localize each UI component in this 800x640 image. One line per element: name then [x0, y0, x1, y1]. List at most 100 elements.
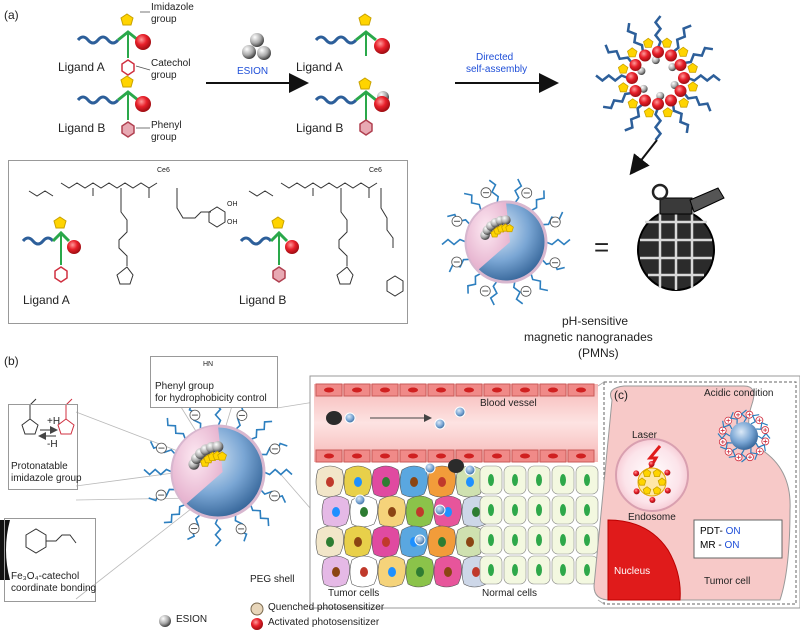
acid-peg-chain: [719, 442, 732, 451]
micelle-photosensitizer: [665, 49, 677, 62]
ligand-a-bound-label: Ligand A: [296, 60, 343, 74]
acid-charge-sign: [757, 449, 762, 454]
ligand-a-label: Ligand A: [58, 60, 105, 74]
oh-label-1: OH: [227, 201, 238, 208]
laser-label: Laser: [632, 430, 658, 441]
acid-charge-sign: [763, 439, 768, 444]
micelle-photosensitizer: [626, 72, 638, 84]
minus-h-label: -H: [47, 439, 58, 450]
acid-core: [730, 422, 758, 450]
micelle-peg-chain: [624, 103, 644, 132]
legend-esion-label: ESION: [176, 614, 208, 625]
normal-cells-label: Normal cells: [482, 588, 538, 599]
micelle-imidazole: [678, 97, 689, 108]
endothelial-nucleus-bottom: [352, 453, 362, 459]
endothelial-nucleus-top: [352, 387, 362, 393]
legend-activated-icon: [251, 618, 263, 630]
micelle-imidazole: [627, 47, 638, 58]
tumor-cell-nucleus: [444, 507, 452, 517]
ligand-b-bound-drawing: [314, 77, 390, 136]
micelle-photosensitizer: [652, 46, 664, 58]
micelle-peg-chain: [604, 44, 633, 64]
pdt-label: PDT-: [700, 526, 723, 537]
nucleus-shape: [607, 519, 681, 601]
normal-cell-nucleus: [560, 534, 566, 546]
tumor-cell-nucleus: [354, 537, 362, 547]
circulating-pmn: [434, 504, 446, 516]
ligand-a-bound-drawing: [314, 13, 390, 103]
micelle-photosensitizer: [629, 59, 642, 71]
acid-charge-sign: [747, 455, 752, 460]
micelle-peg-chain: [602, 91, 633, 110]
normal-cell-nucleus: [512, 474, 518, 486]
phenyl-label-2: group: [151, 132, 177, 143]
fe-catechol-line-1: Fe₃O₄-catechol: [11, 571, 80, 582]
released-imidazole: [637, 477, 647, 486]
micelle-imidazole: [643, 107, 655, 118]
chemical-structures: [21, 182, 404, 297]
acid-peg-chain: [740, 409, 748, 423]
grenade-icon: [637, 183, 725, 291]
tumor-cell-nucleus: [472, 507, 480, 517]
phenyl-label-1: Phenyl: [151, 120, 182, 131]
oh-label-2: OH: [227, 219, 238, 226]
normal-cell-nucleus: [536, 474, 542, 486]
ligand-b-label: Ligand B: [58, 121, 106, 135]
endothelial-nucleus-bottom: [324, 453, 334, 459]
pmn-peg-chain: [143, 468, 173, 476]
pmn-peg-chain: [512, 280, 524, 305]
micelle-imidazole: [661, 37, 673, 48]
arrow-to-pmn: [629, 139, 658, 176]
normal-cell-nucleus: [560, 504, 566, 516]
released-photosensitizer: [649, 496, 656, 503]
micelle-imidazole: [677, 46, 689, 57]
pmn-peg-chain: [467, 272, 482, 294]
pmn-peg-chain: [489, 280, 498, 306]
pdt-on: ON: [725, 526, 741, 537]
tumor-cell-nucleus: [416, 567, 424, 577]
micelle-imidazole: [662, 107, 673, 118]
endothelial-nucleus-top: [436, 387, 446, 393]
tumor-cell-nucleus: [332, 567, 340, 577]
imidazole-label-1: Imidazole: [151, 2, 194, 13]
micelle-photosensitizer: [674, 85, 687, 97]
micelle-photosensitizer: [639, 49, 651, 62]
circulating-pmn: [464, 464, 476, 476]
tumor-cell-nucleus: [388, 507, 396, 517]
micelle-peg-chain: [672, 24, 692, 53]
released-photosensitizer: [664, 469, 671, 476]
normal-cell-nucleus: [488, 534, 494, 546]
normal-cell-nucleus: [488, 504, 494, 516]
acid-charge-sign: [736, 455, 741, 460]
acidic-particle: [717, 409, 771, 463]
normal-cell-nucleus: [536, 534, 542, 546]
pmn-detailed: [143, 397, 293, 547]
pmn-peg-chain: [448, 258, 471, 273]
tumor-cell-nucleus: [326, 477, 334, 487]
esion-label: ESION: [237, 66, 269, 77]
status-box: [693, 519, 783, 559]
micelle-photosensitizer: [629, 85, 642, 97]
endothelial-nucleus-bottom: [464, 453, 474, 459]
micelle-photosensitizer: [678, 72, 690, 84]
acid-peg-chain: [757, 432, 771, 440]
pmn-nanoparticle: [441, 178, 571, 306]
acid-peg-chain: [755, 442, 766, 452]
imidazole-label-2: group: [151, 14, 177, 25]
micelle-esion: [651, 56, 660, 65]
pmn-peg-chain: [488, 179, 500, 204]
normal-cell-nucleus: [488, 474, 494, 486]
tumor-cell-nucleus: [416, 507, 424, 517]
pmn-peg-chain: [463, 192, 482, 211]
ligand-b-bound-label: Ligand B: [296, 121, 344, 135]
micelle-imidazole: [618, 82, 629, 93]
ligand-a-drawing: [76, 13, 151, 76]
tumor-cell-nucleus: [360, 567, 368, 577]
endothelial-nucleus-top: [324, 387, 334, 393]
endothelial-nucleus-bottom: [408, 453, 418, 459]
pmn-peg-chain: [214, 517, 222, 547]
tumor-cell-nucleus: [466, 537, 474, 547]
pmn-imidazole: [217, 451, 227, 461]
pmn-peg-chain: [166, 417, 187, 440]
normal-cell-nucleus: [584, 564, 590, 576]
